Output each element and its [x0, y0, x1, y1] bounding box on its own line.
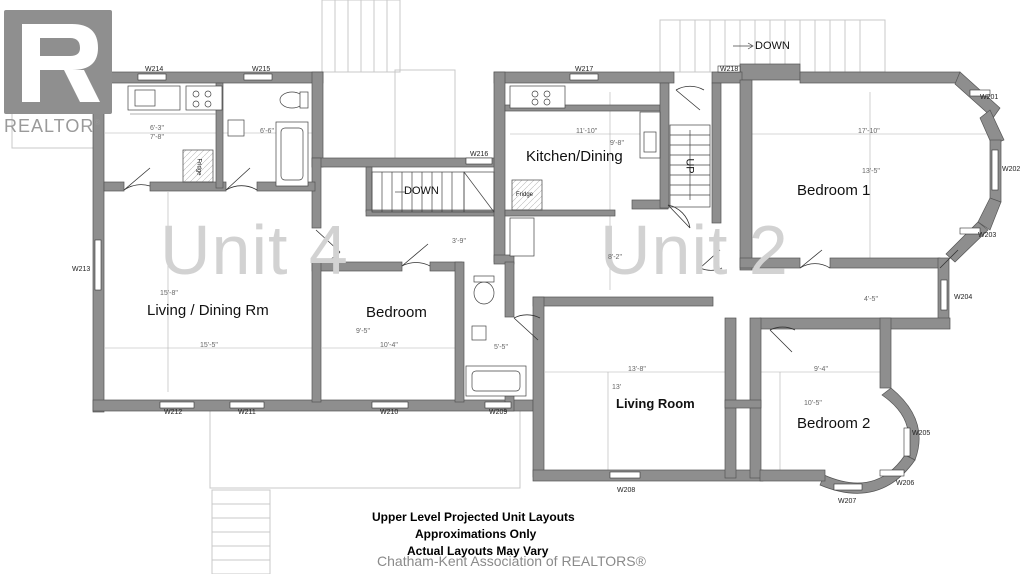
note-line-1: Upper Level Projected Unit Layouts — [372, 510, 575, 524]
room-bedroom: Bedroom — [366, 304, 427, 321]
dimension-label: 9'-5" — [356, 328, 370, 335]
window-label: W203 — [978, 232, 997, 239]
window-label: W206 — [896, 480, 915, 487]
footer-credit: Chatham-Kent Association of REALTORS® — [377, 553, 646, 569]
stairs-down-label-2: DOWN — [755, 40, 790, 52]
door-swings — [123, 85, 959, 353]
dimension-label: 9'-8" — [610, 140, 624, 147]
windows — [94, 65, 999, 491]
window-label: W218 — [720, 66, 739, 73]
note-line-2: Approximations Only — [415, 527, 537, 541]
exterior-decks — [11, 0, 886, 574]
stairs-up-label: UP — [683, 158, 696, 174]
stairs — [371, 42, 754, 213]
fridge-label-2: Fridge — [516, 192, 534, 198]
dimension-label: 11'-10" — [576, 128, 598, 135]
window-label: W214 — [145, 66, 164, 73]
room-bedroom-2: Bedroom 2 — [797, 415, 871, 432]
dimension-lines — [105, 92, 990, 470]
dimension-label: 15'-8" — [160, 290, 178, 297]
dimension-label: 15'-5" — [200, 342, 218, 349]
room-living-dining: Living / Dining Rm — [147, 302, 269, 319]
window-label: W208 — [617, 487, 636, 494]
fixtures — [127, 85, 661, 397]
room-kitchen-dining: Kitchen/Dining — [526, 148, 623, 165]
window-label: W216 — [470, 151, 489, 158]
dimension-label: 6'-6" — [260, 128, 274, 135]
window-label: W217 — [575, 66, 594, 73]
room-living-room: Living Room — [616, 396, 695, 411]
dimension-label: 17'-10" — [858, 128, 880, 135]
realtor-logo-icon — [4, 10, 112, 114]
window-label: W209 — [489, 409, 508, 416]
watermark-text: REALTOR® — [4, 116, 102, 136]
window-label: W207 — [838, 498, 857, 505]
dimension-label: 10'-5" — [804, 400, 822, 407]
unit-4-label: Unit 4 — [160, 211, 349, 289]
window-label: W212 — [164, 409, 183, 416]
window-label: W202 — [1002, 166, 1021, 173]
dimension-label: 10'-4" — [380, 342, 398, 349]
dimension-label: 4'-5" — [864, 296, 878, 303]
dimension-label: 13' — [612, 384, 622, 391]
window-label: W215 — [252, 66, 271, 73]
stairs-down-label-1: DOWN — [404, 185, 439, 197]
dimension-label: 8'-2" — [608, 254, 622, 261]
window-label: W211 — [238, 409, 256, 416]
window-label: W204 — [954, 294, 973, 301]
fridge-label-1: Fridge — [195, 158, 202, 176]
dimension-label: 5'-5" — [494, 344, 508, 351]
window-label: W213 — [72, 266, 91, 273]
window-label: W205 — [912, 430, 931, 437]
dimension-label: 13'-8" — [628, 366, 646, 373]
dimension-label: 9'-4" — [814, 366, 828, 373]
window-label: W201 — [980, 94, 999, 101]
dimension-label: 13'-5" — [862, 168, 880, 175]
unit-2-label: Unit 2 — [600, 211, 789, 289]
dimension-label: 6'-3" — [150, 125, 164, 132]
note-line-3: Actual Layouts May Vary — [407, 544, 549, 558]
room-bedroom-1: Bedroom 1 — [797, 182, 871, 199]
dimension-label: 7'-8" — [150, 134, 164, 141]
window-label: W210 — [380, 409, 399, 416]
dimension-label: 3'-9" — [452, 238, 466, 245]
